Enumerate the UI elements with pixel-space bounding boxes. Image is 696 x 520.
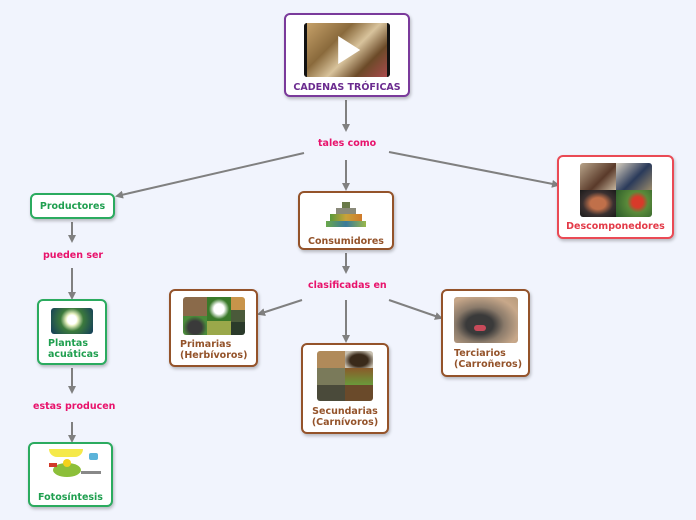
connector-tales-como: tales como [318,138,377,149]
food-pyramid-image [320,200,372,230]
carnivores-collage-image [317,351,373,401]
connector-estas-producen: estas producen [33,401,116,412]
terciarios-label-line1: Terciarios [454,348,506,359]
photosynthesis-diagram-image [38,449,103,483]
arrow-clasificadas-to-primarias [257,299,303,316]
primarias-label-line2: (Herbívoros) [180,350,248,361]
node-consumidores[interactable]: Consumidores [298,191,394,250]
descomponedores-label: Descomponedores [566,221,665,232]
terciarios-label-line2: (Carroñeros) [454,359,523,370]
fotosintesis-label: Fotosíntesis [38,492,103,503]
node-descomponedores[interactable]: Descomponedores [557,155,674,239]
connector-clasificadas-en: clasificadas en [308,280,387,291]
herbivores-collage-image [182,297,245,335]
node-primarias-herbivoros[interactable]: Primarias (Herbívoros) [169,289,258,367]
secundarias-label-line2: (Carnívoros) [311,417,379,428]
secundarias-label-line1: Secundarias [312,406,378,417]
node-plantas-acuaticas[interactable]: Plantas acuáticas [37,299,107,365]
video-play-icon[interactable] [338,36,361,64]
arrow-tales-to-descomponedores [388,151,560,188]
arrow-tales-to-productores [115,152,305,199]
decomposers-collage-image [579,163,652,217]
node-fotosintesis[interactable]: Fotosíntesis [28,442,113,507]
primarias-label-line1: Primarias [180,339,232,350]
plantas-label-line1: Plantas [48,338,88,349]
water-lily-image [51,308,93,334]
node-terciarios-carroneros[interactable]: Terciarios (Carroñeros) [441,289,530,377]
scavengers-image [453,297,518,343]
productores-label: Productores [39,201,106,212]
plantas-label-line2: acuáticas [48,349,99,360]
arrow-clasificadas-to-terciarios [388,299,443,320]
connector-pueden-ser: pueden ser [43,250,104,261]
tiger-video-thumbnail[interactable] [304,23,390,77]
root-label: CADENAS TRÓFICAS [293,82,401,93]
node-secundarias-carnivoros[interactable]: Secundarias (Carnívoros) [301,343,389,434]
node-productores[interactable]: Productores [30,193,115,219]
consumidores-label: Consumidores [308,236,384,247]
root-node-cadenas-troficas[interactable]: CADENAS TRÓFICAS [284,13,410,97]
